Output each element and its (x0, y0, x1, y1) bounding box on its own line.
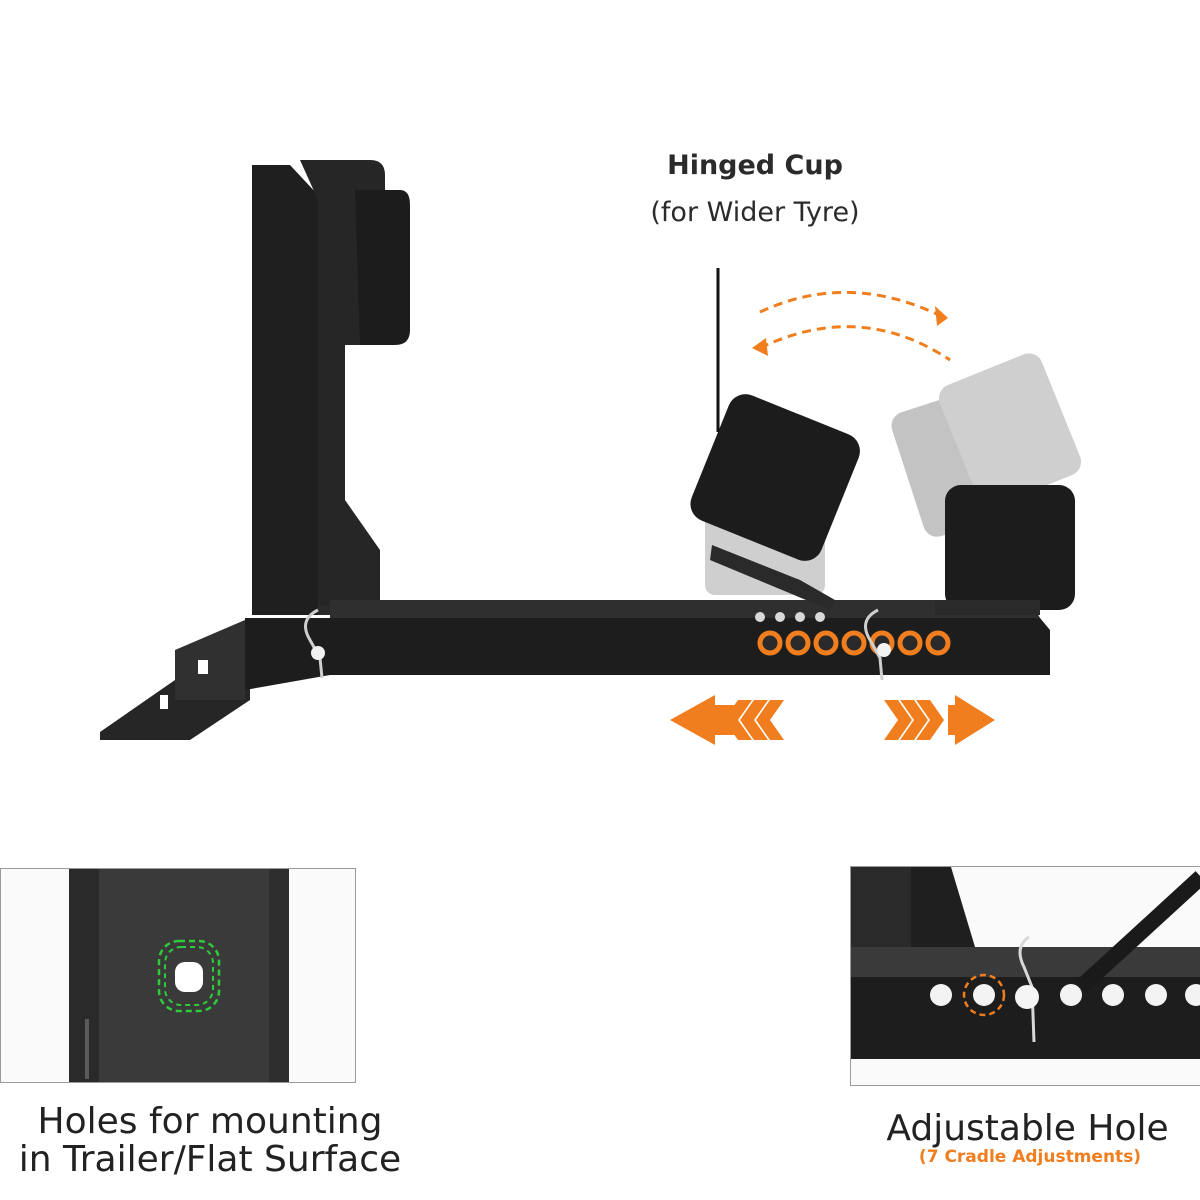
inset-adjustable-hole (850, 866, 1200, 1086)
caption-adjustable: Adjustable Hole (886, 1108, 1169, 1149)
adjustable-holes (757, 630, 951, 656)
side-flange (175, 620, 245, 700)
swing-arrows-icon (759, 290, 951, 362)
callout-subtitle: (for Wider Tyre) (650, 197, 860, 228)
base-rail (245, 618, 1050, 690)
back-plate (252, 165, 318, 615)
chevron-left-arrow-icon (670, 695, 784, 745)
front-cup-pad (355, 190, 410, 345)
mounting-hole-highlight (157, 939, 221, 1013)
adjustable-hole-highlight (962, 973, 1006, 1017)
mounting-slot (160, 695, 168, 709)
caption-adjustable-note: (7 Cradle Adjustments) (918, 1147, 1142, 1167)
hinged-cup (690, 394, 1075, 615)
wheel-chock-illustration (100, 160, 1082, 745)
chevron-right-arrow-icon (884, 695, 995, 745)
inset-mounting-holes (0, 868, 356, 1083)
mounting-hole (175, 962, 203, 992)
lock-pin-right (864, 608, 891, 681)
caption-mounting: Holes for mounting in Trailer/Flat Surfa… (0, 1103, 420, 1179)
caption-mounting-line1: Holes for mounting (37, 1101, 383, 1142)
flange-slot (198, 660, 208, 674)
lock-pin-left (304, 608, 325, 679)
caption-mounting-line2: in Trailer/Flat Surface (18, 1139, 402, 1180)
callout-title: Hinged Cup (667, 150, 843, 181)
inset-lock-pin (1018, 935, 1036, 1043)
